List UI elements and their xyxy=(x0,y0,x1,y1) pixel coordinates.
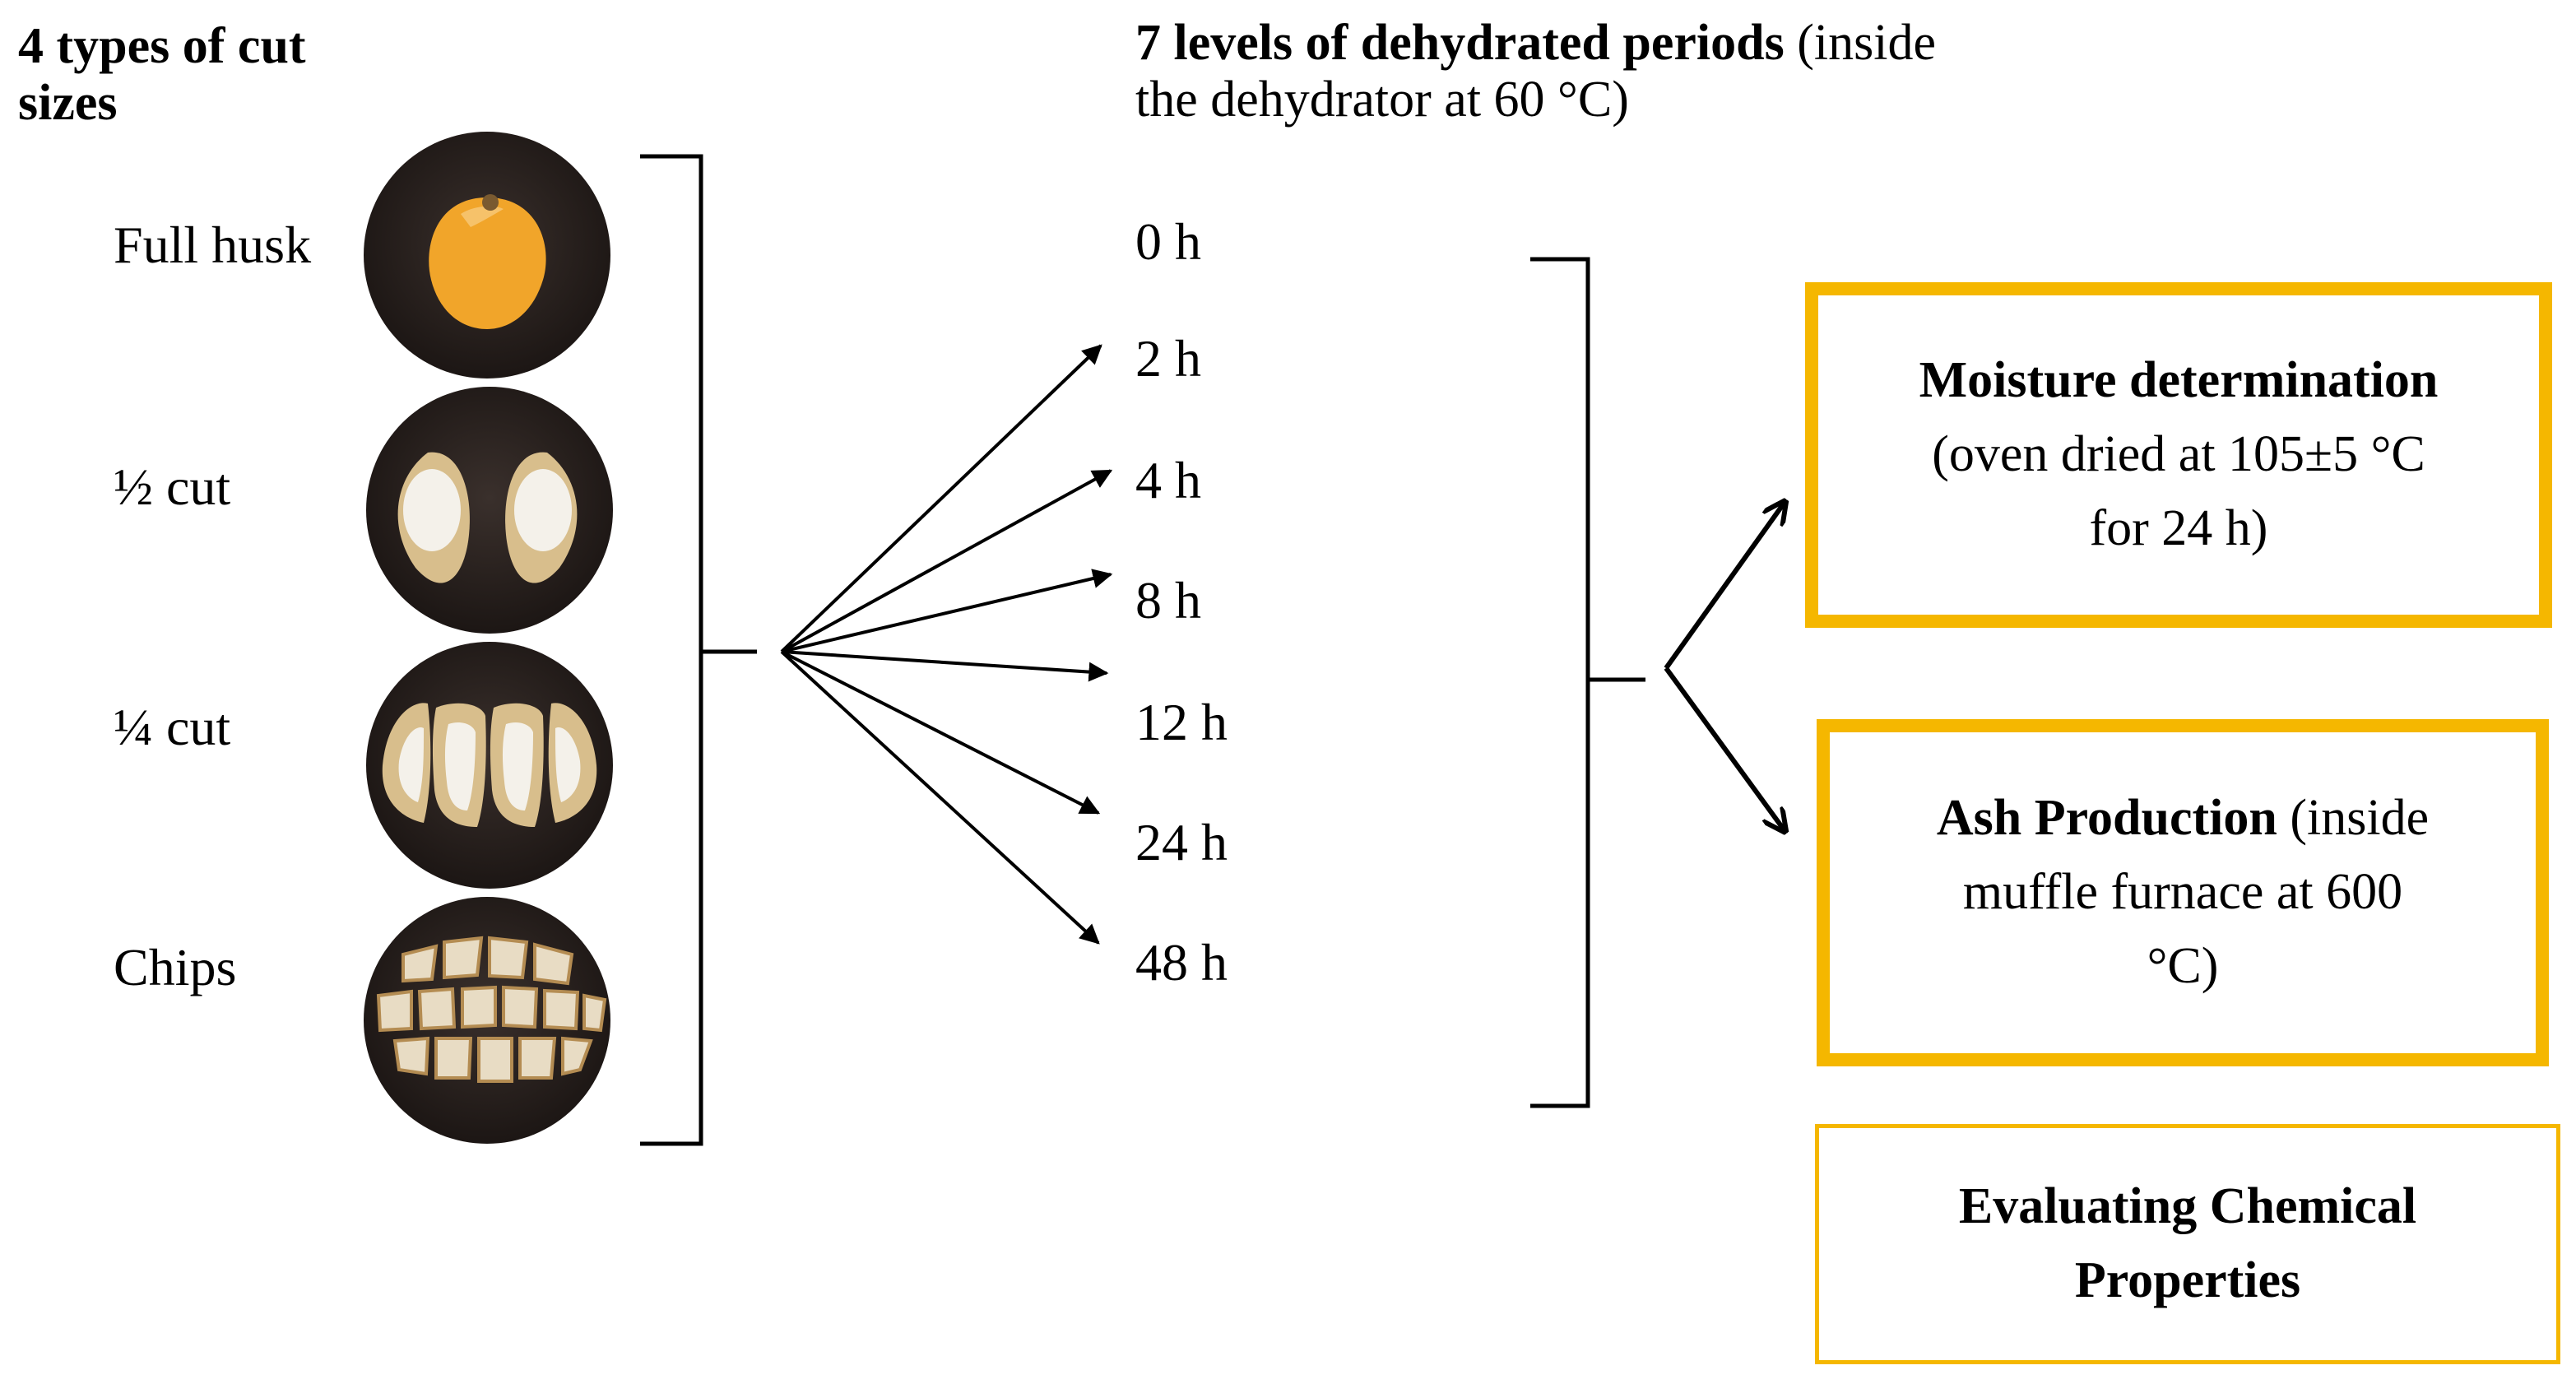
quarter-cut-husk-icon xyxy=(366,642,613,889)
cut-label-half-cut: ½ cut xyxy=(114,457,231,516)
ash-production-box: Ash Production (inside muffle furnace at… xyxy=(1817,719,2549,1066)
ash-title: Ash Production xyxy=(1936,790,2277,847)
moisture-duration: for 24 h) xyxy=(2089,499,2268,556)
cut-label-chips: Chips xyxy=(114,938,237,996)
whole-husk-icon xyxy=(364,132,610,379)
arrow-to-24h xyxy=(781,650,1101,815)
period-label-12h: 12 h xyxy=(1135,693,1228,751)
period-label-24h: 24 h xyxy=(1135,813,1228,871)
moisture-method: (oven dried at 105±5 °C xyxy=(1932,426,2425,483)
arrow-to-2h xyxy=(780,344,1102,653)
ash-temperature: °C) xyxy=(2147,937,2219,994)
cut-label-full-husk: Full husk xyxy=(114,216,312,274)
half-cut-husk-icon xyxy=(366,387,613,634)
moisture-title: Moisture determination xyxy=(1919,352,2439,409)
ash-method: muffle furnace at 600 xyxy=(1962,864,2403,921)
period-label-8h: 8 h xyxy=(1135,571,1201,629)
moisture-determination-box: Moisture determination (oven dried at 10… xyxy=(1805,282,2552,628)
period-arrows xyxy=(780,344,1113,945)
cut-sizes-heading: 4 types of cut sizes xyxy=(18,18,306,132)
arrow-to-12h xyxy=(781,650,1109,682)
arrow-to-8h xyxy=(781,569,1113,653)
period-label-0h: 0 h xyxy=(1135,212,1201,271)
cut-sizes-bracket xyxy=(640,154,757,1146)
husk-chips-icon xyxy=(364,897,610,1144)
chemical-properties-box: Evaluating Chemical Properties xyxy=(1815,1124,2560,1364)
arrow-to-moisture xyxy=(1664,504,1784,670)
periods-bracket xyxy=(1530,257,1645,1108)
period-label-2h: 2 h xyxy=(1135,329,1201,388)
period-label-48h: 48 h xyxy=(1135,933,1228,992)
analysis-arrows xyxy=(1664,504,1784,829)
arrow-to-4h xyxy=(781,469,1113,653)
arrow-to-48h xyxy=(780,650,1100,945)
dehydration-heading: 7 levels of dehydrated periods (inside t… xyxy=(1135,15,1936,128)
arrow-to-ash xyxy=(1664,666,1784,829)
cut-label-quarter-cut: ¼ cut xyxy=(114,698,231,756)
period-label-4h: 4 h xyxy=(1135,451,1201,509)
